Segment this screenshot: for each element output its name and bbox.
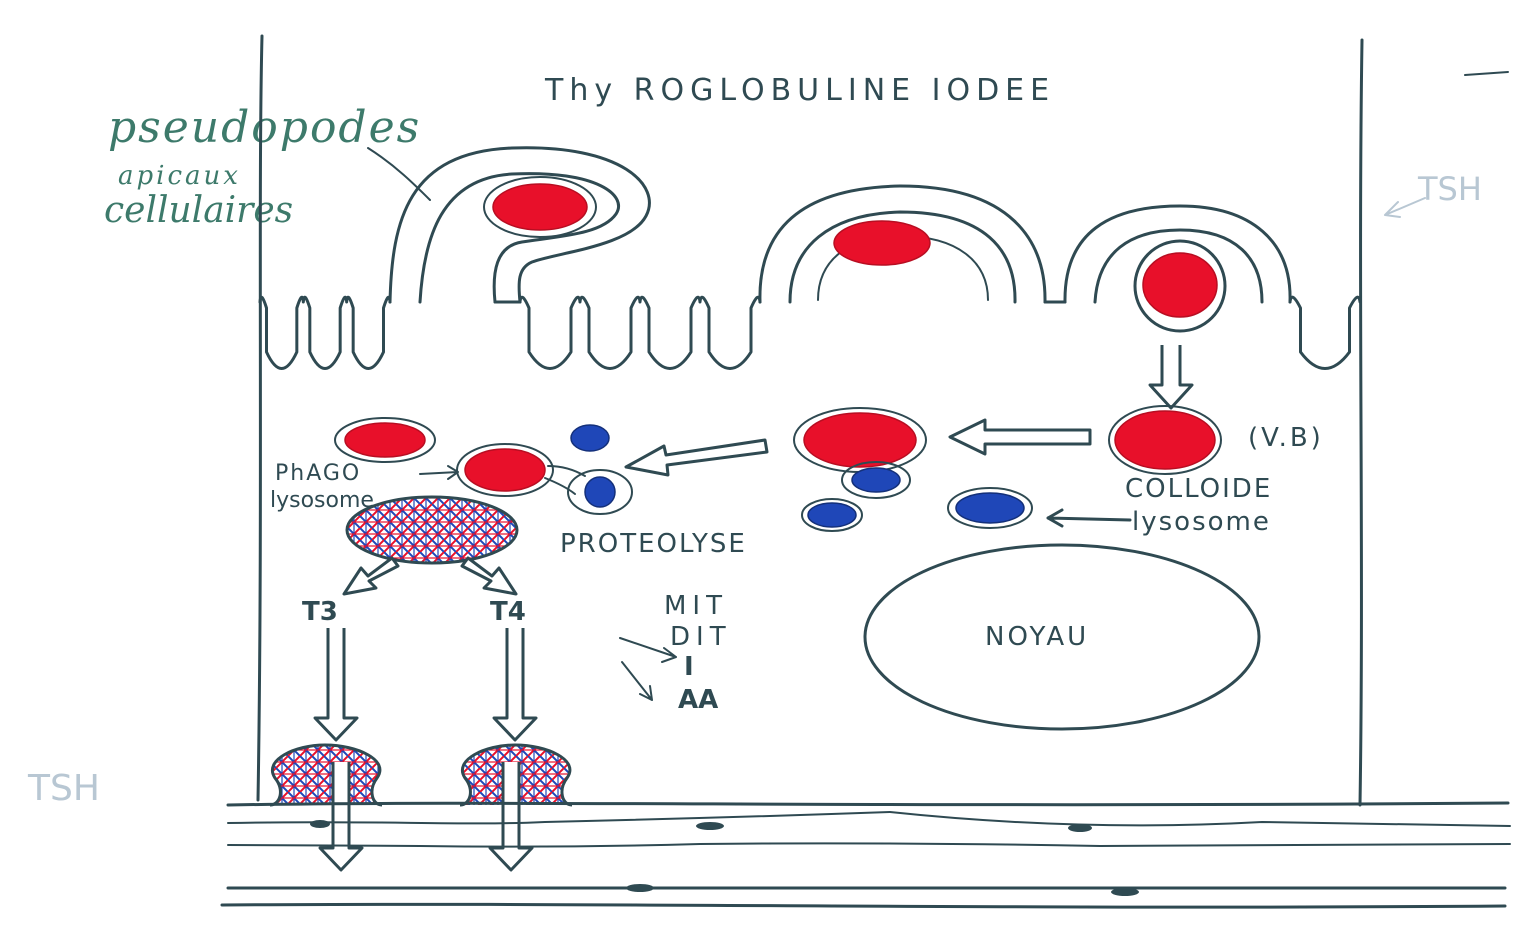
t4-release-arrow-icon (462, 558, 516, 594)
vesicle-colloid (345, 423, 425, 457)
pseudopod-left (390, 148, 649, 302)
cell-wall-right (1360, 40, 1362, 805)
phagolysosome-pointer-arrow-icon (420, 466, 458, 479)
t3-label: T3 (302, 597, 338, 627)
colloid-droplet (493, 184, 587, 230)
endothelial-nucleus (1111, 888, 1139, 896)
t3-down-arrow-icon (315, 628, 357, 740)
colloid-label: COLLOIDE (1125, 474, 1272, 504)
annotation-pointer (368, 148, 430, 200)
capillary-wall (228, 843, 1510, 846)
vesicle-colloid (804, 413, 916, 467)
phagolysosome-label-2: lysosome (270, 488, 374, 513)
phagolysosome-label-1: PhAGO (275, 461, 361, 486)
capillary-wall (222, 904, 1505, 907)
t4-down-arrow-icon (494, 628, 536, 740)
endothelial-nucleus (696, 822, 724, 830)
lysosome (808, 503, 856, 527)
vesicle-label: (V.B) (1248, 423, 1324, 453)
lysosome (585, 477, 615, 507)
diagram-title: Thy ROGLOBULINE IODEE (544, 73, 1055, 108)
annotation-line-3: cellulaires (104, 190, 293, 231)
lysosome-pointer-arrow-icon (1048, 510, 1130, 526)
attached-lysosome (852, 468, 900, 492)
fusion-left-arrow-icon (626, 440, 767, 475)
proteolysis-products: MIT DIT I AA (620, 591, 732, 715)
microvilli-segment (260, 297, 390, 368)
fusion-connector (545, 466, 585, 494)
product-mit: MIT (664, 591, 728, 621)
margin-tick (1465, 72, 1508, 75)
annotation-line-2: apicaux (118, 161, 241, 191)
lysosome-label: lysosome (1132, 507, 1271, 537)
basement-line (228, 803, 1508, 805)
endothelial-nucleus (626, 884, 654, 892)
lysosome (956, 493, 1024, 523)
product-iodine: I (684, 652, 694, 682)
vesicle-colloid (465, 449, 545, 491)
annotation-line-1: pseudopodes (108, 102, 421, 153)
product-arrow-icon (622, 662, 652, 700)
endocytosis-down-arrow-icon (1150, 345, 1192, 408)
pseudopod-middle (760, 186, 1045, 302)
product-aa: AA (678, 685, 718, 715)
product-arrow-icon (620, 638, 676, 662)
t3-release-arrow-icon (344, 558, 398, 594)
capillary (222, 820, 1510, 907)
capillary-wall (228, 887, 1505, 889)
basement-membrane (228, 803, 1510, 826)
pseudopod-annotation: pseudopodes apicaux cellulaires (104, 102, 430, 231)
nucleus-label: NOYAU (985, 622, 1089, 652)
tsh-top-label: TSH (1417, 170, 1482, 208)
colloid-vesicle: (V.B) (1109, 406, 1324, 474)
vesicle-colloid (1115, 411, 1215, 469)
endothelial-nucleus (1068, 824, 1092, 832)
colloid-droplet (1143, 253, 1217, 317)
fusing-vesicle (794, 408, 926, 498)
colloid-droplet (834, 221, 930, 265)
microvilli-segment (1290, 297, 1360, 368)
endothelial-nucleus (310, 820, 330, 828)
product-dit: DIT (670, 622, 732, 652)
phagolysosome (347, 497, 517, 563)
pseudopod-right (1065, 206, 1290, 331)
t4-label: T4 (490, 597, 526, 627)
exocytosis-bulb-t3 (270, 745, 382, 805)
proteolysis-label: PROTEOLYSE (560, 529, 747, 559)
microvilli-segment (520, 297, 760, 368)
basement-line (228, 812, 1510, 826)
tsh-top-mark: TSH (1385, 170, 1482, 217)
lysosome (571, 425, 609, 451)
tsh-bottom-label: TSH (27, 768, 100, 809)
transport-left-arrow-icon (950, 420, 1090, 454)
